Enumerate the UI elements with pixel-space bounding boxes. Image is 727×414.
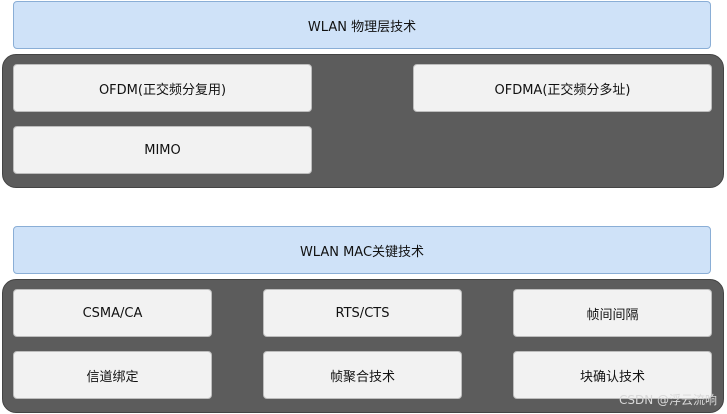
mac-header: WLAN MAC关键技术	[13, 226, 711, 274]
ofdma-box: OFDMA(正交频分多址)	[413, 64, 712, 112]
interframe-space-box: 帧间间隔	[513, 289, 712, 337]
frame-aggregation-box: 帧聚合技术	[263, 351, 462, 399]
mimo-box: MIMO	[13, 126, 312, 174]
rts-cts-box: RTS/CTS	[263, 289, 462, 337]
csma-ca-box: CSMA/CA	[13, 289, 212, 337]
watermark: CSDN @浮云流响	[618, 393, 717, 407]
block-ack-box: 块确认技术	[513, 351, 712, 399]
ofdm-box: OFDM(正交频分复用)	[13, 64, 312, 112]
physical-layer-header: WLAN 物理层技术	[13, 1, 711, 49]
channel-bonding-box: 信道绑定	[13, 351, 212, 399]
